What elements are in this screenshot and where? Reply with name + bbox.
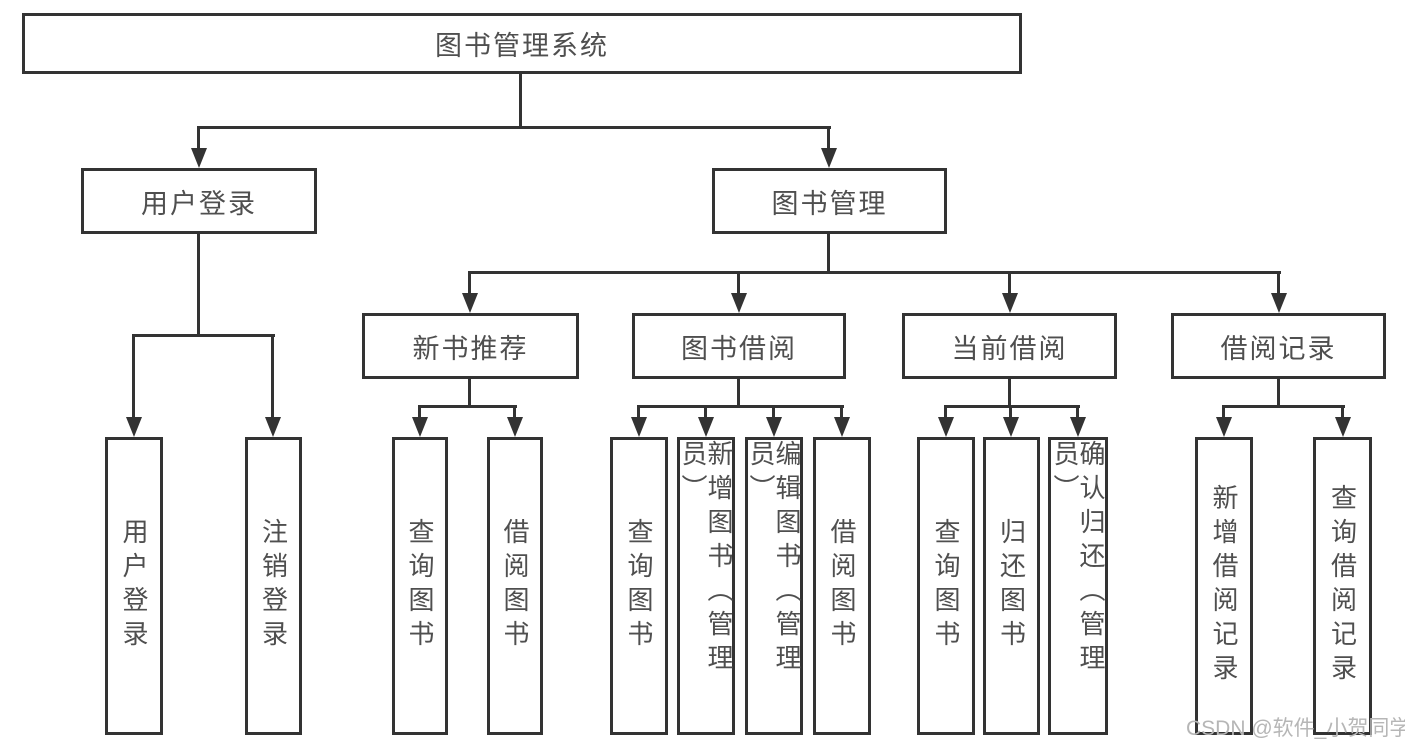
leaf-edit-books-admin: 编辑图书（管理员） [745,437,803,735]
arrow-down-icon [1271,293,1287,313]
connector-drop [468,272,471,299]
connector-stem [519,74,522,129]
connector-stem [827,234,830,274]
connector-drop [1341,406,1344,423]
leaf-user-login-label: 用户登录 [119,518,149,654]
leaf-query-borrow-record: 查询借阅记录 [1313,437,1372,735]
leaf-current-query-books-label: 查询图书 [931,518,961,654]
connector-drop [1009,406,1012,423]
arrow-down-icon [1003,417,1019,437]
node-book-management-label: 图书管理 [771,188,888,219]
leaf-borrow-query-books: 查询图书 [610,437,668,735]
leaf-confirm-return-admin: 确认归还（管理员） [1048,437,1108,735]
leaf-borrow-books-label: 借阅图书 [827,518,857,654]
node-book-borrowing-label: 图书借阅 [681,333,797,364]
leaf-recommend-borrow-books-label: 借阅图书 [500,518,530,654]
leaf-add-borrow-record-label: 新增借阅记录 [1209,484,1239,688]
leaf-borrow-query-books-label: 查询图书 [624,518,654,654]
connector-drop [1076,406,1079,423]
node-current-borrowing: 当前借阅 [902,313,1117,379]
connector-bar [1222,405,1345,408]
arrow-down-icon [821,148,837,168]
leaf-query-borrow-record-label: 查询借阅记录 [1327,484,1358,688]
connector-stem [1277,379,1280,408]
node-user-login-label: 用户登录 [141,188,257,219]
connector-stem [1008,379,1011,408]
connector-stem [468,379,471,408]
leaf-logout: 注销登录 [245,437,302,735]
connector-drop [513,406,516,423]
node-current-borrowing-label: 当前借阅 [951,333,1068,364]
connector-drop [772,406,775,423]
leaf-user-login: 用户登录 [105,437,163,735]
leaf-logout-label: 注销登录 [258,518,289,654]
arrow-down-icon [126,417,142,437]
connector-bar [944,405,1080,408]
arrow-down-icon [698,417,714,437]
arrow-down-icon [507,417,523,437]
connector-drop [737,272,740,299]
arrow-down-icon [412,417,428,437]
node-borrowing-records-label: 借阅记录 [1220,333,1337,364]
connector-drop [1008,272,1011,299]
connector-drop [840,406,843,423]
leaf-confirm-return-admin-label: 确认归还（管理员） [1050,440,1106,678]
leaf-return-books: 归还图书 [983,437,1040,735]
arrow-down-icon [1070,417,1086,437]
arrow-down-icon [191,148,207,168]
connector-drop [132,335,135,423]
node-root-label: 图书管理系统 [435,31,609,61]
node-root: 图书管理系统 [22,13,1022,74]
leaf-add-books-admin: 新增图书（管理员） [677,437,735,735]
connector-bar [468,271,1281,274]
node-book-management: 图书管理 [712,168,947,234]
connector-bar [637,405,844,408]
connector-bar [418,405,517,408]
leaf-edit-books-admin-label: 编辑图书（管理员） [746,440,802,678]
arrow-down-icon [938,417,954,437]
connector-drop [1277,272,1280,299]
connector-bar [197,126,831,129]
connector-stem [197,234,200,337]
connector-drop [1222,406,1225,423]
connector-drop [418,406,421,423]
connector-drop [197,127,200,154]
watermark-text: CSDN @软件_小贺同学 [1186,717,1405,740]
leaf-add-borrow-record: 新增借阅记录 [1195,437,1253,735]
arrow-down-icon [766,417,782,437]
arrow-down-icon [1335,417,1351,437]
connector-bar [132,334,275,337]
leaf-recommend-query-books: 查询图书 [392,437,448,735]
arrow-down-icon [462,293,478,313]
arrow-down-icon [1002,293,1018,313]
leaf-add-books-admin-label: 新增图书（管理员） [678,440,734,678]
leaf-return-books-label: 归还图书 [996,518,1027,654]
connector-stem [737,379,740,408]
leaf-recommend-query-books-label: 查询图书 [405,518,435,654]
connector-drop [704,406,707,423]
node-book-borrowing: 图书借阅 [632,313,846,379]
leaf-current-query-books: 查询图书 [917,437,975,735]
connector-drop [827,127,830,154]
arrow-down-icon [631,417,647,437]
arrow-down-icon [834,417,850,437]
leaf-borrow-books: 借阅图书 [813,437,871,735]
connector-drop [944,406,947,423]
connector-drop [637,406,640,423]
node-new-book-recommend: 新书推荐 [362,313,579,379]
node-new-book-recommend-label: 新书推荐 [412,333,529,364]
connector-drop [271,335,274,423]
node-user-login: 用户登录 [81,168,317,234]
arrow-down-icon [731,293,747,313]
node-borrowing-records: 借阅记录 [1171,313,1386,379]
arrow-down-icon [1216,417,1232,437]
leaf-recommend-borrow-books: 借阅图书 [487,437,543,735]
arrow-down-icon [265,417,281,437]
